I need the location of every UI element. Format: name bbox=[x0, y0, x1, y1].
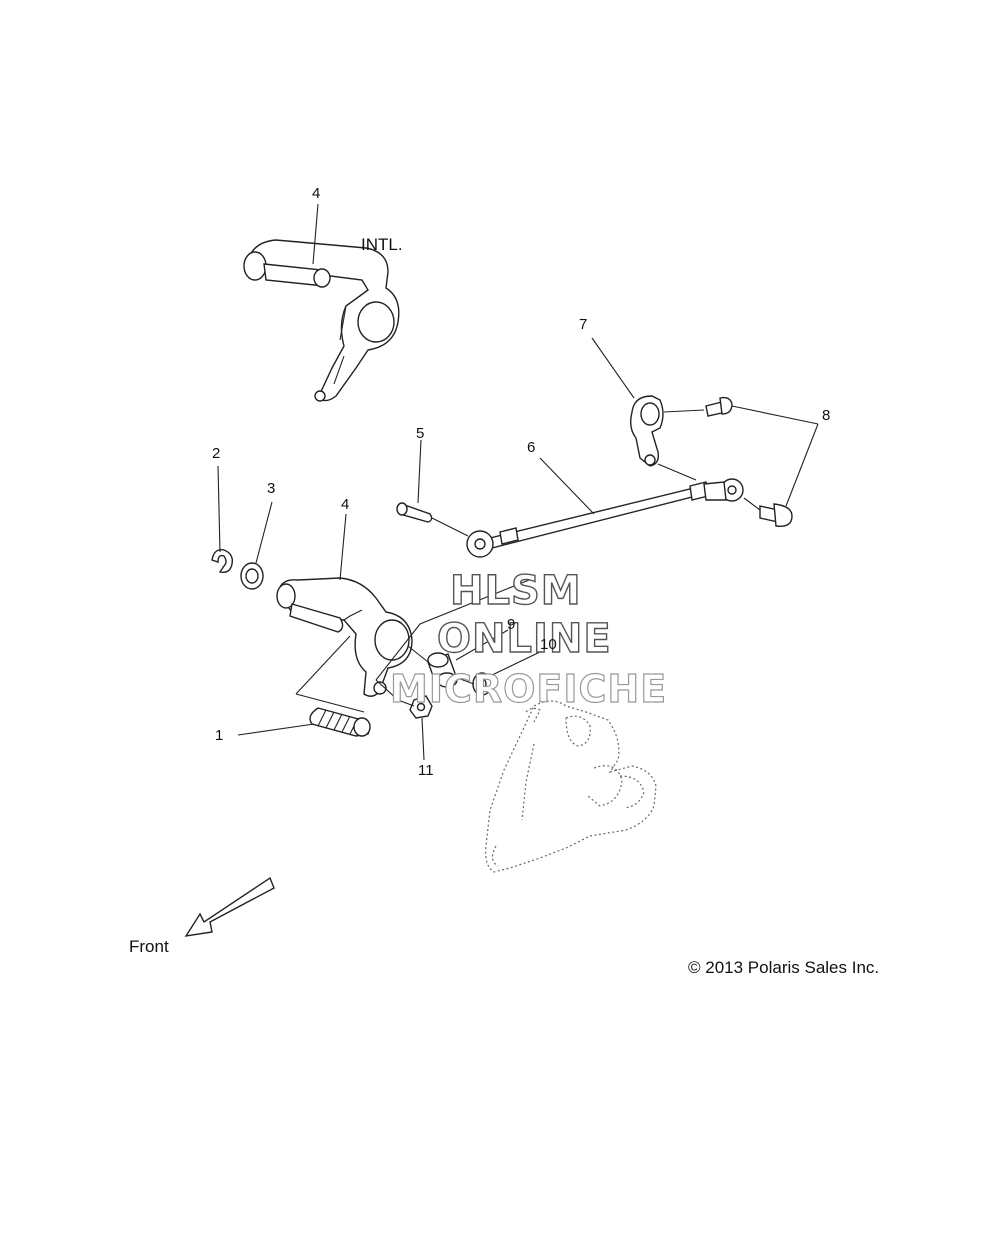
callout-3: 3 bbox=[267, 480, 276, 497]
shift-rod-part bbox=[466, 478, 744, 558]
callout-7: 7 bbox=[579, 316, 588, 333]
front-label: Front bbox=[129, 937, 169, 956]
leader-1 bbox=[237, 723, 315, 736]
watermark-line-3: MICROFICHE bbox=[389, 667, 668, 711]
shift-peg-rubber-part bbox=[309, 707, 371, 737]
bolt-8-lower-part bbox=[759, 503, 793, 527]
leader-1-assembly bbox=[295, 635, 365, 713]
callout-8: 8 bbox=[822, 407, 831, 424]
leader-3 bbox=[255, 501, 273, 564]
callout-10: 10 bbox=[540, 636, 557, 653]
shift-arm-part bbox=[629, 395, 664, 467]
leader-6 bbox=[539, 457, 595, 515]
callout-1: 1 bbox=[215, 727, 224, 744]
copyright-text: © 2013 Polaris Sales Inc. bbox=[688, 958, 880, 977]
leader-5 bbox=[417, 439, 422, 504]
bolt-8-upper-part bbox=[705, 396, 733, 417]
assembly-axis-lines bbox=[375, 577, 535, 707]
bolt-8-upper-axis bbox=[663, 409, 705, 413]
bushing-part bbox=[427, 652, 458, 688]
leader-7 bbox=[591, 337, 635, 399]
leader-8 bbox=[731, 405, 819, 507]
callout-4-top: 4 bbox=[312, 185, 321, 202]
callout-4-mid: 4 bbox=[341, 496, 350, 513]
callout-2: 2 bbox=[212, 445, 221, 462]
arm-to-rod-axis bbox=[657, 463, 697, 481]
front-direction-arrow-icon bbox=[184, 876, 275, 937]
shift-lever-intl-part bbox=[243, 239, 400, 402]
bolt-8-lower-axis bbox=[743, 497, 761, 511]
callout-11: 11 bbox=[418, 762, 434, 779]
washer-part bbox=[240, 562, 264, 590]
snap-ring-part bbox=[211, 549, 234, 574]
callout-5: 5 bbox=[416, 425, 425, 442]
washer-10-part bbox=[472, 672, 492, 696]
callout-6: 6 bbox=[527, 439, 536, 456]
engine-case-reference bbox=[485, 700, 657, 873]
leader-4-top bbox=[312, 203, 319, 265]
leader-11 bbox=[421, 717, 425, 761]
nut-part bbox=[409, 695, 433, 719]
leader-2 bbox=[217, 465, 221, 553]
intl-label: INTL. bbox=[361, 235, 403, 254]
callout-9: 9 bbox=[507, 616, 516, 633]
leader-10 bbox=[489, 649, 545, 677]
watermark-line-2: ONLINE bbox=[436, 616, 612, 662]
bolt-5-part bbox=[396, 502, 433, 523]
leader-9 bbox=[455, 629, 509, 661]
leader-4-mid bbox=[339, 513, 347, 581]
bolt-5-axis bbox=[431, 517, 469, 537]
watermark-line-1: HLSM bbox=[449, 568, 582, 614]
